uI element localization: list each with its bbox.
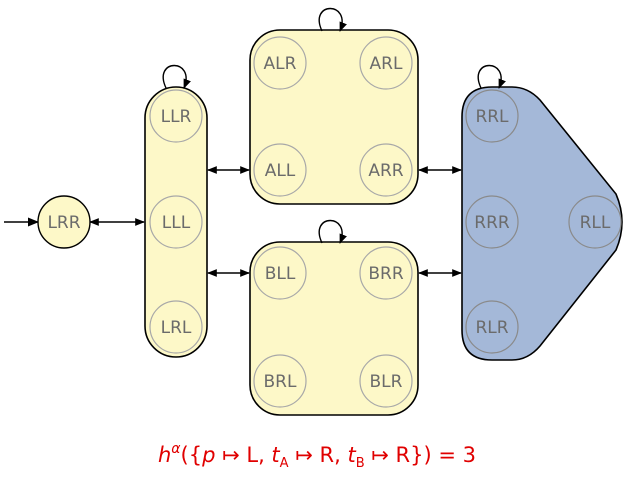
- state-rrl: RRL: [465, 89, 519, 143]
- state-rlr: RLR: [465, 300, 519, 354]
- formula-t-b: t: [347, 443, 356, 467]
- self-loop-a-block: [318, 7, 347, 32]
- formula-alpha: α: [171, 441, 181, 457]
- state-all-label: ALL: [265, 161, 296, 181]
- formula-maps3: ↦ R: [365, 443, 411, 467]
- formula-sub-a: A: [280, 456, 289, 471]
- state-lll-label: LLL: [162, 213, 191, 233]
- state-arl: ARL: [359, 36, 413, 90]
- formula: hα({p ↦ L, tA ↦ R, tB ↦ R}) = 3: [158, 441, 476, 471]
- state-arr-label: ARR: [368, 161, 403, 181]
- state-blr-label: BLR: [370, 372, 403, 392]
- self-loop-triangle: [477, 64, 506, 89]
- state-brr-label: BRR: [368, 264, 403, 284]
- state-lrr-label: LRR: [47, 213, 80, 233]
- state-rll-label: RLL: [580, 213, 611, 233]
- group-a-block: [249, 29, 419, 205]
- state-arl-label: ARL: [370, 54, 403, 74]
- state-lrl: LRL: [149, 300, 203, 354]
- formula-maps1: ↦ L,: [215, 443, 271, 467]
- group-b-block: [249, 241, 419, 416]
- state-rll: RLL: [568, 195, 622, 249]
- state-alr: ALR: [253, 36, 307, 90]
- formula-close: }): [410, 443, 432, 467]
- state-lrl-label: LRL: [161, 318, 192, 338]
- state-arr: ARR: [359, 143, 413, 197]
- formula-sub-b: B: [356, 456, 365, 471]
- state-rrl-label: RRL: [475, 107, 509, 127]
- group-highlighted-triangle: [461, 86, 623, 361]
- state-lll: LLL: [149, 195, 203, 249]
- formula-open: ({: [181, 443, 203, 467]
- state-rrr: RRR: [465, 195, 519, 249]
- state-rrr-label: RRR: [474, 213, 510, 233]
- formula-equals: = 3: [432, 443, 476, 467]
- state-llr: LLR: [149, 89, 203, 143]
- state-alr-label: ALR: [264, 54, 297, 74]
- formula-p: p: [201, 443, 215, 467]
- formula-t-a: t: [271, 443, 280, 467]
- state-lrr: LRR: [37, 195, 91, 249]
- formula-h: h: [158, 443, 171, 467]
- state-bll: BLL: [253, 246, 307, 300]
- state-blr: BLR: [359, 354, 413, 408]
- state-llr-label: LLR: [161, 107, 192, 127]
- self-loop-left-column: [162, 64, 191, 89]
- group-left-column: [144, 86, 208, 358]
- state-brl: BRL: [253, 354, 307, 408]
- self-loop-b-block: [318, 219, 347, 244]
- state-bll-label: BLL: [265, 264, 296, 284]
- formula-maps2: ↦ R,: [289, 443, 348, 467]
- state-rlr-label: RLR: [475, 318, 508, 338]
- state-brl-label: BRL: [264, 372, 297, 392]
- state-all: ALL: [253, 143, 307, 197]
- state-brr: BRR: [359, 246, 413, 300]
